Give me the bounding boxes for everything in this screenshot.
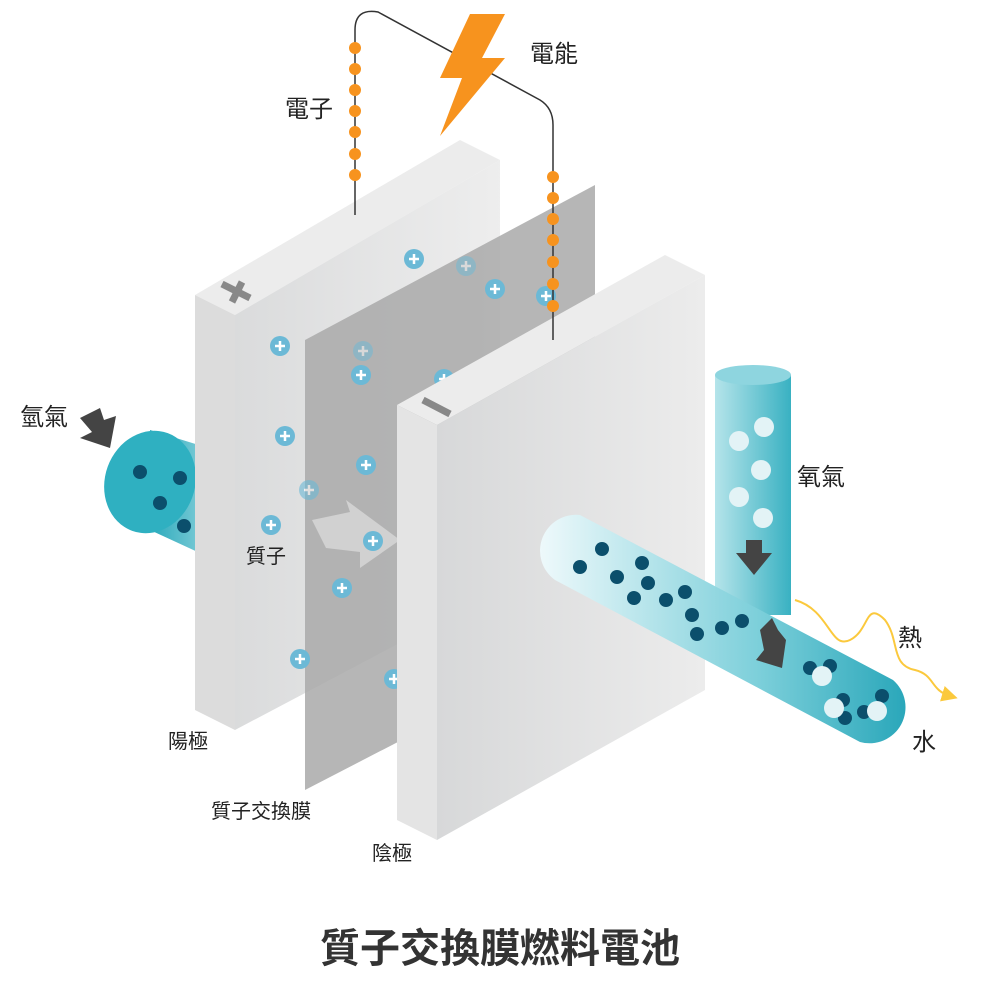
oxygen-atom-dot bbox=[867, 701, 887, 721]
electron-dot bbox=[547, 278, 559, 290]
label-heat: 熱 bbox=[898, 618, 922, 653]
heat-arrow-icon bbox=[794, 599, 958, 702]
lightning-bolt-icon bbox=[440, 14, 505, 136]
water-arrow-icon bbox=[756, 618, 786, 668]
proton-icon bbox=[356, 455, 376, 475]
label-proton: 質子 bbox=[246, 540, 286, 569]
electron-dot bbox=[547, 213, 559, 225]
proton-icon bbox=[351, 365, 371, 385]
electron-dot bbox=[349, 42, 361, 54]
water-molecule-dot bbox=[735, 614, 749, 628]
oxygen-atom-dot bbox=[812, 666, 832, 686]
water-molecule-dot bbox=[641, 576, 655, 590]
label-hydrogen: 氫氣 bbox=[20, 397, 68, 432]
oxygen-arrow-icon bbox=[736, 540, 772, 575]
proton-icon bbox=[485, 279, 505, 299]
electrons bbox=[349, 42, 559, 312]
electron-dot bbox=[547, 171, 559, 183]
diagram-title: 質子交換膜燃料電池 bbox=[320, 916, 680, 974]
label-cathode: 陰極 bbox=[372, 837, 412, 866]
proton-icon bbox=[270, 336, 290, 356]
electron-dot bbox=[547, 234, 559, 246]
electron-dot bbox=[349, 63, 361, 75]
proton-icon bbox=[261, 515, 281, 535]
electron-dot bbox=[349, 169, 361, 181]
electron-dot bbox=[547, 192, 559, 204]
hydrogen-arrow-icon bbox=[80, 408, 116, 448]
proton-icon bbox=[456, 256, 476, 276]
minus-sign-icon bbox=[421, 396, 452, 418]
oxygen-pipe bbox=[715, 365, 791, 615]
proton-icon bbox=[363, 531, 383, 551]
electron-dot bbox=[349, 105, 361, 117]
proton-icon bbox=[332, 578, 352, 598]
water-molecule-dot bbox=[715, 621, 729, 635]
water-molecule-dot bbox=[685, 608, 699, 622]
proton-icon bbox=[290, 649, 310, 669]
proton-icon bbox=[299, 480, 319, 500]
proton-icon bbox=[275, 426, 295, 446]
electron-dot bbox=[547, 256, 559, 268]
electron-dot bbox=[349, 84, 361, 96]
label-electron: 電子 bbox=[285, 89, 333, 124]
water-molecule-dot bbox=[659, 593, 673, 607]
water-molecule-dot bbox=[635, 556, 649, 570]
label-membrane: 質子交換膜 bbox=[211, 795, 311, 824]
water-molecule-dot bbox=[610, 570, 624, 584]
water-molecule-dot bbox=[573, 560, 587, 574]
electron-dot bbox=[349, 148, 361, 160]
proton-icon bbox=[353, 341, 373, 361]
water-molecule-dot bbox=[595, 542, 609, 556]
label-electric-energy: 電能 bbox=[530, 34, 578, 69]
water-molecule-dot bbox=[627, 591, 641, 605]
oxygen-atom-dot bbox=[824, 698, 844, 718]
water-molecule-dot bbox=[875, 689, 889, 703]
proton-icon bbox=[404, 249, 424, 269]
water-pipe bbox=[540, 514, 906, 744]
electron-dot bbox=[349, 126, 361, 138]
plus-sign-icon bbox=[220, 280, 252, 304]
electron-dot bbox=[547, 300, 559, 312]
label-oxygen: 氧氣 bbox=[797, 457, 845, 492]
label-water: 水 bbox=[912, 722, 936, 757]
water-molecule-dot bbox=[690, 627, 704, 641]
water-molecule-dot bbox=[678, 585, 692, 599]
proton-flow-arrow-icon bbox=[312, 500, 400, 568]
label-anode: 陽極 bbox=[168, 725, 208, 754]
